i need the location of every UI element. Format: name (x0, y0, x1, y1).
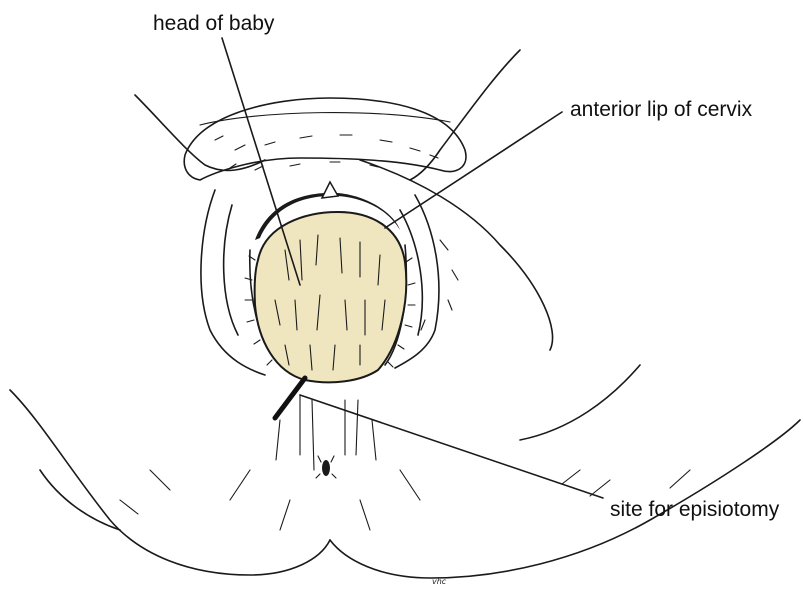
pubic-region-outline (135, 50, 520, 180)
artist-signature: vhc (432, 577, 447, 586)
label-anterior-lip-of-cervix: anterior lip of cervix (570, 98, 753, 121)
anus (316, 456, 336, 478)
thigh-buttock-outline (10, 365, 800, 578)
label-head-of-baby: head of baby (153, 12, 275, 35)
label-site-for-episiotomy: site for episiotomy (610, 498, 780, 521)
